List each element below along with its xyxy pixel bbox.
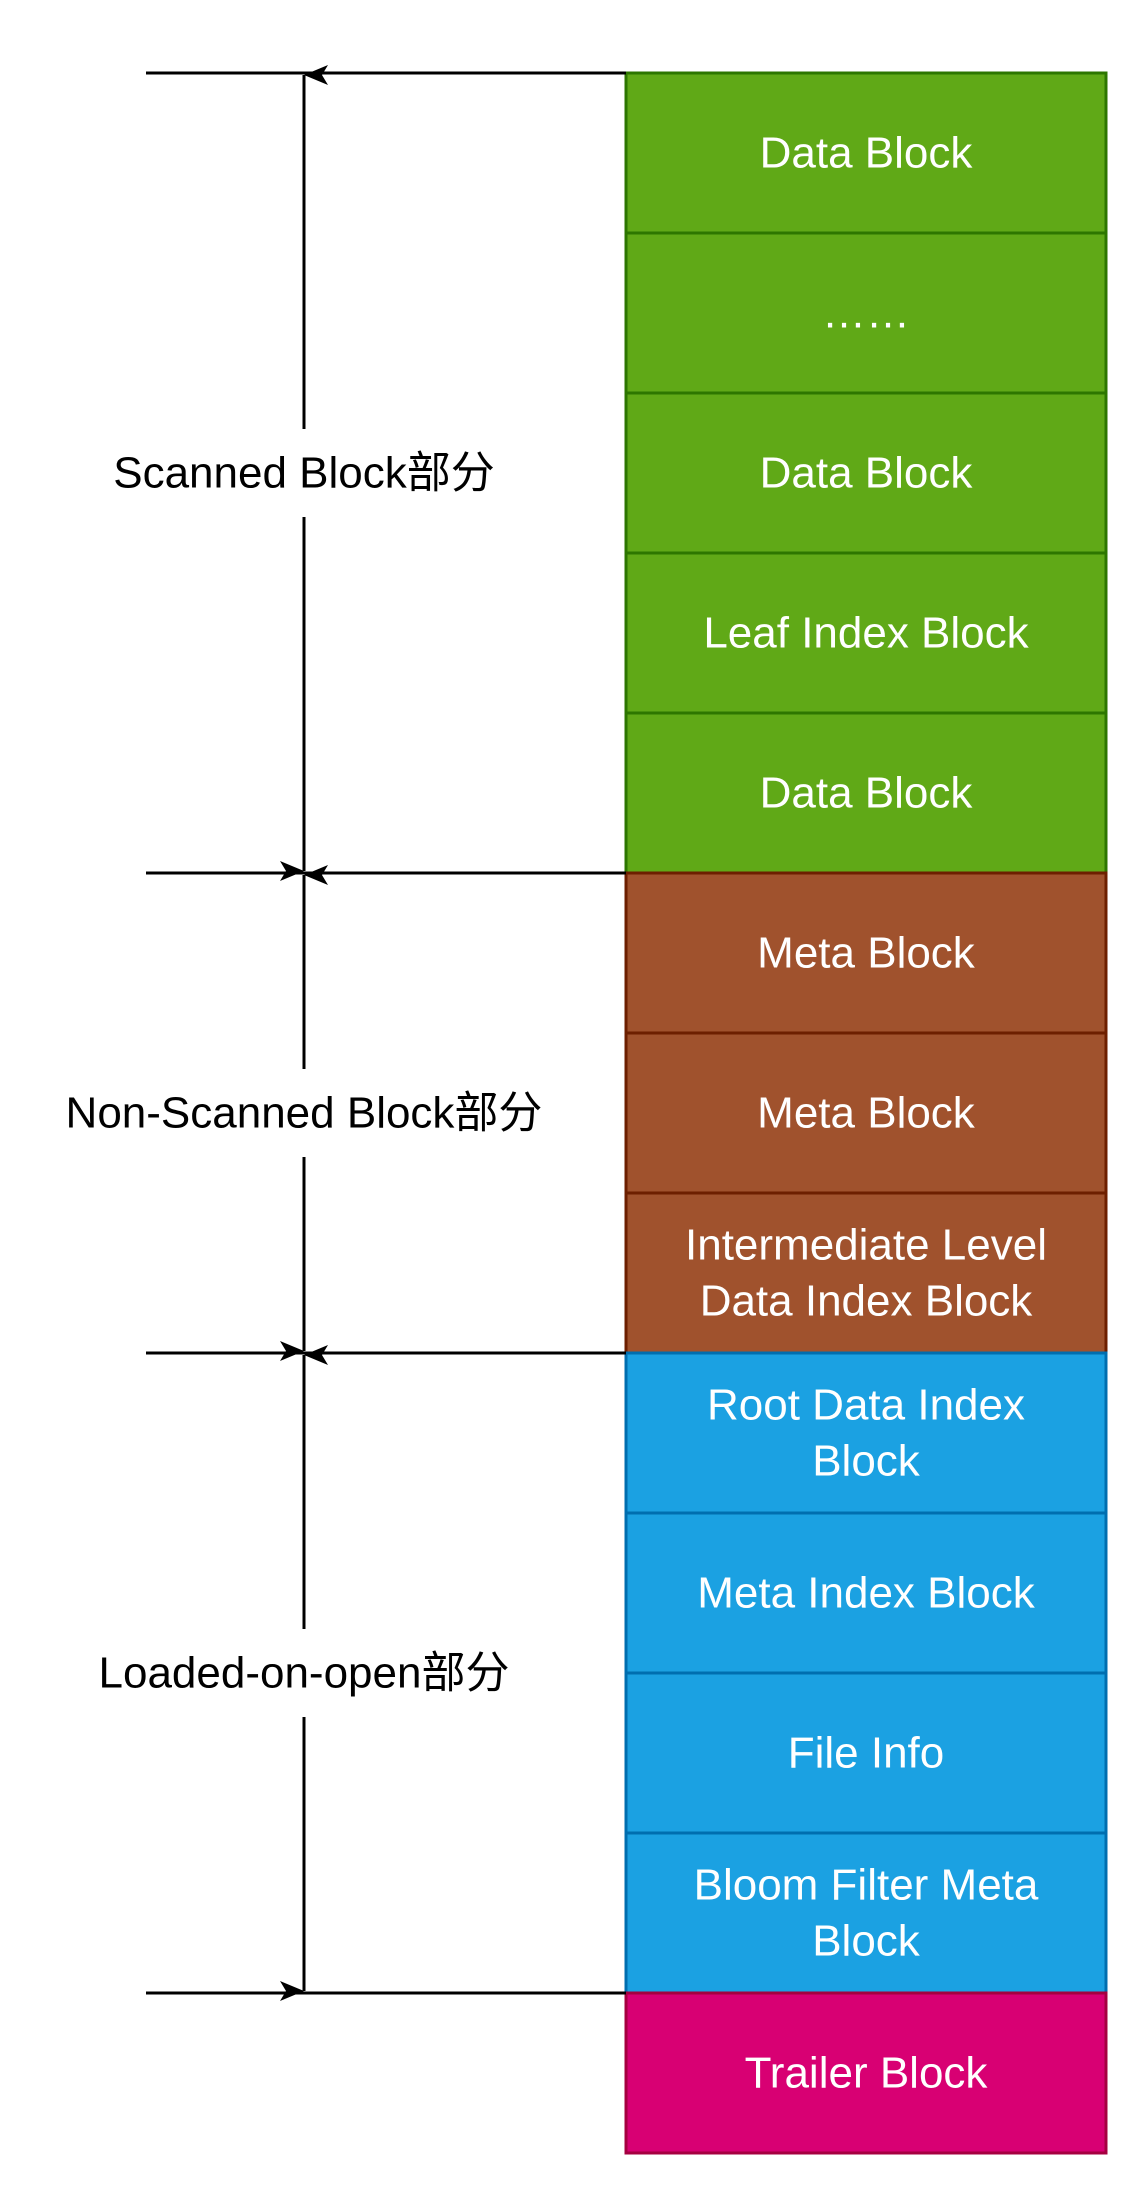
block-label: Meta Index Block bbox=[697, 1569, 1035, 1618]
block-label: Block bbox=[812, 1917, 921, 1966]
block-label: Data Index Block bbox=[700, 1277, 1034, 1326]
section-label: Non-Scanned Block部分 bbox=[66, 1089, 543, 1138]
block-label: Block bbox=[812, 1437, 921, 1486]
section-label: Scanned Block部分 bbox=[113, 449, 495, 498]
section-loaded-on-open: Loaded-on-open部分 bbox=[99, 1345, 510, 2001]
block-data-block: Data Block bbox=[624, 711, 1108, 875]
section-annotations: Scanned Block部分 Non-Scanned Block部分 Loaded… bbox=[66, 65, 626, 2001]
block-trailer-block: Trailer Block bbox=[624, 1991, 1108, 2155]
block-meta-index-block: Meta Index Block bbox=[624, 1511, 1108, 1675]
block-rect bbox=[624, 1191, 1108, 1355]
block-rect bbox=[624, 1511, 1108, 1675]
section-scanned-block: Scanned Block部分 bbox=[113, 65, 495, 881]
block-ellipsis: …… bbox=[624, 231, 1108, 395]
block-label: Intermediate Level bbox=[685, 1221, 1047, 1270]
block-label: File Info bbox=[788, 1729, 945, 1778]
block-file-info: File Info bbox=[624, 1671, 1108, 1835]
block-rect bbox=[624, 551, 1108, 715]
block-label: Trailer Block bbox=[745, 2049, 989, 2098]
block-rect bbox=[624, 71, 1108, 235]
block-rect bbox=[624, 1351, 1108, 1515]
block-leaf-index-block: Leaf Index Block bbox=[624, 551, 1108, 715]
section-label: Loaded-on-open部分 bbox=[99, 1649, 510, 1698]
block-label: Data Block bbox=[760, 769, 974, 818]
block-label: Data Block bbox=[760, 449, 974, 498]
block-data-block: Data Block bbox=[624, 391, 1108, 555]
block-data-block: Data Block bbox=[624, 71, 1108, 235]
block-meta-block: Meta Block bbox=[624, 1031, 1108, 1195]
block-meta-block: Meta Block bbox=[624, 871, 1108, 1035]
block-label: Meta Block bbox=[757, 1089, 976, 1138]
block-rect bbox=[624, 231, 1108, 395]
block-rect bbox=[624, 871, 1108, 1035]
block-label: Data Block bbox=[760, 129, 974, 178]
block-rect bbox=[624, 1831, 1108, 1995]
block-rect bbox=[624, 1991, 1108, 2155]
block-label: Meta Block bbox=[757, 929, 976, 978]
block-rect bbox=[624, 391, 1108, 555]
block-label: Bloom Filter Meta bbox=[694, 1861, 1039, 1910]
section-non-scanned-block: Non-Scanned Block部分 bbox=[66, 865, 543, 1361]
block-label: Root Data Index bbox=[707, 1381, 1025, 1430]
block-label: Leaf Index Block bbox=[703, 609, 1029, 658]
block-label: …… bbox=[822, 289, 910, 338]
block-rect bbox=[624, 711, 1108, 875]
